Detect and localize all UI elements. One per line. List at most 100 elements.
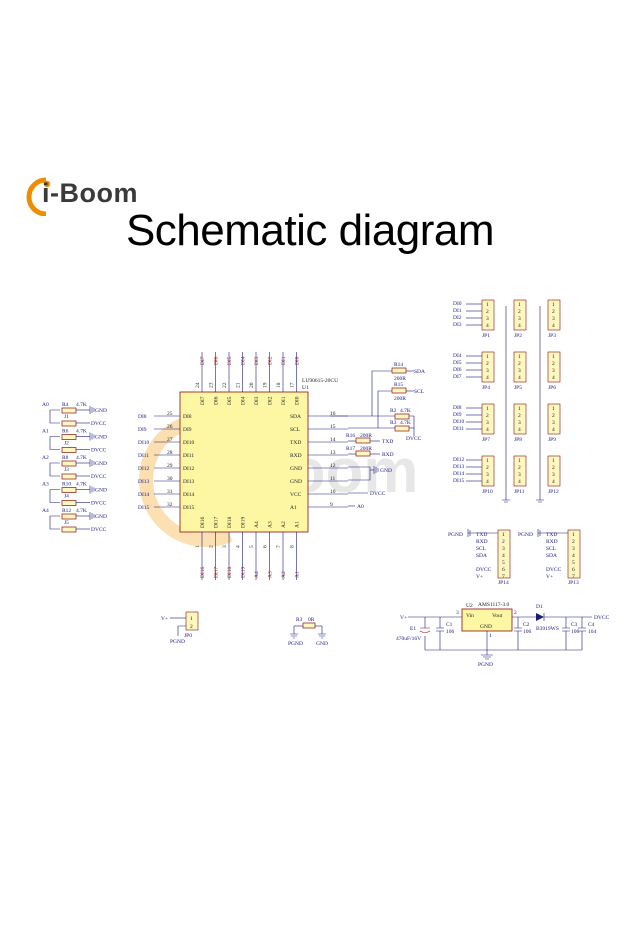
chip-left-pin-label: DI13 (183, 479, 195, 485)
u2-vin: Vin (466, 613, 474, 619)
addr-j: J3 (64, 467, 69, 473)
pin-number: 3 (486, 316, 489, 322)
u2-pin1: 1 (489, 633, 492, 639)
addr-resistor (61, 487, 77, 493)
pin-number: 4 (552, 375, 555, 381)
header-ground (502, 499, 544, 503)
header-ref: JP9 (548, 437, 556, 443)
chip-left-pin-num: 30 (167, 476, 173, 482)
addr-dvcc: DVCC (91, 474, 107, 480)
r3-label: R3 (390, 420, 397, 426)
chip-left-pin-num: 28 (167, 450, 173, 456)
r3-value: 4.7K (400, 420, 411, 426)
net-sda: SDA (414, 369, 425, 375)
chip-top-pin-num: 21 (236, 382, 242, 388)
chip-bottom-pin-num: 8 (290, 545, 296, 548)
addr-resistor (61, 460, 77, 467)
pin-number: 4 (518, 323, 521, 329)
addr-net: A1 (42, 429, 49, 435)
chip-bottom-pin-label: A3 (268, 521, 274, 528)
pin-number: 3 (486, 368, 489, 374)
chip-top-net: DI4 (241, 356, 247, 365)
chip-right-pin-label: A1 (290, 505, 297, 511)
pin-number: 1 (518, 406, 521, 412)
jp0-label: JP0 (184, 633, 192, 639)
r2-label: R2 (390, 408, 397, 414)
pin-number: 4 (552, 427, 555, 433)
pin-header (481, 403, 495, 435)
chip-top-net: DI1 (281, 356, 287, 365)
chip-top-net: DI5 (227, 356, 233, 365)
chip-left-pin-num: 26 (167, 424, 173, 430)
addr-dvcc: DVCC (91, 448, 107, 454)
addr-wire (49, 489, 60, 503)
chip-top-pin-num: 17 (290, 382, 296, 388)
c2-label: C2 (523, 622, 530, 628)
chip-ref: U1 (302, 385, 309, 391)
header-input-net: DI5 (453, 360, 462, 366)
addr-rv: 4.7K (76, 402, 87, 408)
pin-number: 3 (486, 472, 489, 478)
chip-right-pin-label: GND (290, 479, 302, 485)
chip-bottom-net: DI16 (200, 566, 206, 578)
resistor-r17 (355, 450, 371, 457)
header-ref: JP2 (514, 333, 522, 339)
addr-r: R12 (62, 508, 71, 514)
comm-net: SCL (546, 546, 557, 552)
header-input-net: DI3 (453, 322, 462, 328)
addr-rv: 4.7K (76, 429, 87, 435)
addr-j: J1 (64, 414, 69, 420)
header-ref: JP6 (548, 385, 556, 391)
u2-vout: Vout (492, 613, 503, 619)
pin-number: 2 (552, 361, 555, 367)
net-dvcc-r: DVCC (406, 436, 422, 442)
header-input-net: DI2 (453, 315, 462, 321)
chip-left-net: DI9 (138, 427, 147, 433)
addr-r: R6 (62, 429, 69, 435)
chip-left-pin-label: DI10 (183, 440, 195, 446)
r15-label: R15 (394, 382, 403, 388)
input-headers: DI0DI1DI2DI3123412341234JP1DI4DI5DI6DI71… (453, 299, 561, 503)
r3b-pgnd: PGND (288, 641, 303, 647)
header-input-net: DI10 (453, 419, 465, 425)
addr-gnd-symbol (89, 406, 95, 414)
chip-bottom-net: DI17 (214, 566, 220, 578)
chip-left-pin-label: DI11 (183, 453, 194, 459)
pin-number: 1 (552, 406, 555, 412)
chip-bottom-net: A3 (268, 571, 274, 578)
e1-value: 470uF/16V (396, 636, 421, 642)
comm-ref: JP13 (568, 580, 579, 586)
header-ref: JP3 (548, 333, 556, 339)
addr-wire (49, 409, 60, 424)
chip-right-nets: R14 200R R15 200R SDA SCL R2 4.7K R3 4.7… (330, 362, 425, 510)
pin-header (513, 351, 527, 383)
chip-bottom-pin-num: 6 (263, 545, 269, 548)
addr-dvcc: DVCC (91, 421, 107, 427)
chip-top-pin-label: DI4 (241, 396, 247, 405)
header-ref: JP1 (482, 333, 490, 339)
pin-number: 2 (518, 413, 521, 419)
pin-number: 2 (572, 539, 575, 545)
chip-top-net: DI3 (254, 356, 260, 365)
pin-number: 3 (518, 368, 521, 374)
chip-top-pin-label: DI6 (214, 396, 220, 405)
pin-number: 2 (518, 361, 521, 367)
chip-top-net: DI2 (268, 356, 274, 365)
chip-bottom-pin-num: 2 (209, 545, 215, 548)
addr-resistor-2 (61, 447, 77, 453)
pin-number: 2 (518, 309, 521, 315)
comm-header (497, 529, 511, 579)
addr-r: R10 (62, 482, 71, 488)
pin-number: 3 (486, 420, 489, 426)
chip-top-pin-num: 23 (209, 382, 215, 388)
header-input-net: DI0 (453, 301, 462, 307)
pin-number: 4 (518, 479, 521, 485)
chip-bottom-pin-label: A2 (281, 521, 287, 528)
jp0-pin2: 2 (190, 624, 193, 630)
header-input-net: DI15 (453, 478, 465, 484)
jp0-vplus: V+ (161, 616, 168, 622)
comm-net: TXD (476, 532, 487, 538)
addr-wire (49, 462, 60, 477)
addr-wire (49, 515, 60, 530)
